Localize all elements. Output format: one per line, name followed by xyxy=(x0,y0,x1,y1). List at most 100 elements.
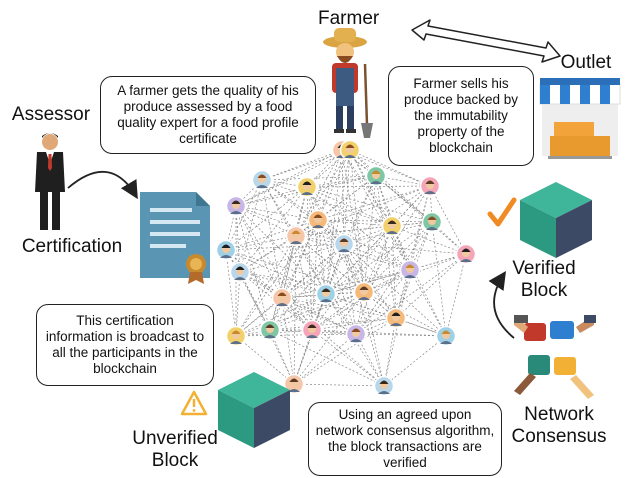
network-edge xyxy=(261,175,377,181)
market-stall-icon xyxy=(539,78,621,159)
participant-avatar-icon xyxy=(421,211,443,233)
network-edge xyxy=(343,243,411,271)
network-edge xyxy=(295,235,397,319)
network-edge xyxy=(391,225,397,319)
consensus-to-verified-arrow xyxy=(488,271,515,339)
network-edge xyxy=(281,225,393,299)
network-edge xyxy=(235,205,319,221)
network-edge xyxy=(293,333,357,385)
network-edge xyxy=(355,221,433,335)
participant-avatar-icon xyxy=(353,281,375,303)
network-edge xyxy=(311,329,385,387)
participant-avatar-icon xyxy=(301,319,323,341)
network-edge xyxy=(293,383,385,387)
outlet-label: Outlet xyxy=(560,52,612,73)
network-edge xyxy=(269,329,385,387)
participant-avatar-icon xyxy=(225,325,247,347)
network-edge xyxy=(261,179,319,221)
network-edge xyxy=(295,149,343,237)
network-edge xyxy=(293,243,345,385)
participant-avatar-icon xyxy=(251,169,273,191)
network-edge xyxy=(343,243,357,335)
participant-avatar-icon xyxy=(229,261,251,283)
network-nodes xyxy=(215,139,477,397)
network-edge xyxy=(269,186,308,331)
network-edge xyxy=(281,269,411,299)
network-edge xyxy=(239,271,313,331)
network-edge xyxy=(239,235,297,273)
callout-sell-text: Farmer sells his produce backed by the i… xyxy=(403,76,519,155)
participant-avatar-icon xyxy=(307,209,329,231)
farmer-label: Farmer xyxy=(318,8,380,29)
network-edge xyxy=(325,149,351,295)
network-edge xyxy=(281,297,397,319)
participant-avatar-icon xyxy=(296,176,318,198)
certification-label: Certification xyxy=(21,236,123,257)
network-edge xyxy=(349,149,393,227)
participant-avatar-icon xyxy=(399,259,421,281)
network-edge xyxy=(225,249,237,337)
network-edge xyxy=(235,149,351,207)
network-edge xyxy=(281,235,297,299)
network-edge xyxy=(261,149,343,181)
network-edge xyxy=(363,291,397,319)
network-edge xyxy=(363,185,431,293)
verified-block-label: Verified Block xyxy=(512,258,576,301)
network-edge xyxy=(225,243,345,251)
network-edge xyxy=(383,317,397,387)
network-edge xyxy=(325,175,377,295)
network-edge xyxy=(239,271,271,331)
network-edge xyxy=(235,333,357,337)
network-edge xyxy=(235,271,241,337)
network-edge xyxy=(311,329,447,337)
farmer-outlet-double-arrow xyxy=(411,19,561,63)
participant-avatar-icon xyxy=(435,325,457,347)
network-edge xyxy=(293,317,397,385)
network-edge xyxy=(317,149,351,221)
network-edge xyxy=(349,149,431,187)
network-edge xyxy=(343,243,397,319)
network-edge xyxy=(225,179,263,251)
callout-broadcast: This certification information is broadc… xyxy=(36,304,214,386)
checkmark-icon xyxy=(487,197,517,227)
network-edge xyxy=(239,271,365,293)
network-edge xyxy=(239,243,345,273)
network-edge xyxy=(317,219,411,271)
network-edge xyxy=(293,291,365,385)
network-edge xyxy=(343,243,467,255)
participant-avatar-icon xyxy=(373,375,395,397)
warning-triangle-icon xyxy=(180,390,208,416)
network-edge xyxy=(363,291,385,387)
network-edge xyxy=(235,291,365,337)
network-edge xyxy=(306,186,433,223)
network-edge xyxy=(341,149,377,177)
network-edge xyxy=(281,297,385,387)
network-edge xyxy=(239,271,357,335)
network-edge xyxy=(355,291,365,335)
network-edge xyxy=(261,179,297,237)
network-edge xyxy=(363,175,377,293)
businessman-figure-icon xyxy=(35,133,65,230)
network-edge xyxy=(235,335,295,385)
network-edge xyxy=(343,185,431,245)
network-edge xyxy=(225,249,365,293)
network-edge xyxy=(239,271,327,295)
participant-avatar-icon xyxy=(225,195,247,217)
network-edge xyxy=(317,219,393,227)
network-edge xyxy=(295,175,377,237)
network-edge xyxy=(235,205,297,237)
network-edge xyxy=(269,317,397,331)
network-consensus-label: Network Consensus xyxy=(511,404,607,447)
participant-avatar-icon xyxy=(271,287,293,309)
network-edge xyxy=(343,149,351,245)
assessor-to-certificate-arrow xyxy=(67,171,138,200)
callout-broadcast-text: This certification information is broadc… xyxy=(45,313,205,376)
participant-avatar-icon xyxy=(365,165,387,187)
network-edge xyxy=(429,185,467,255)
network-edge xyxy=(363,291,447,337)
network-edge xyxy=(225,249,313,331)
network-edge xyxy=(235,186,308,207)
farmer-figure-icon xyxy=(323,28,373,138)
network-edge xyxy=(363,221,433,293)
